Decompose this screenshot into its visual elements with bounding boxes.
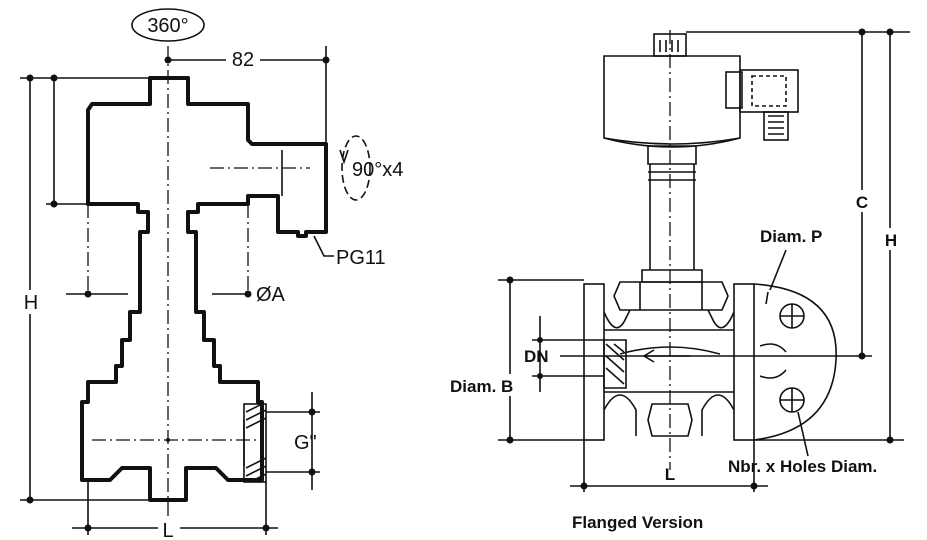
rotation-360-label: 360° — [147, 15, 188, 37]
width-82-label: 82 — [232, 49, 254, 71]
holes-leader — [797, 411, 809, 457]
rotation-90-indicator: 90°x4 — [339, 135, 403, 201]
coil-housing — [603, 55, 741, 145]
diam-p-callout: Diam. P — [760, 227, 822, 305]
thread-g-dimension: G" — [266, 392, 320, 490]
diameter-a-label: ØA — [256, 284, 286, 306]
flanged-body — [603, 309, 735, 437]
height-c-h-dimensions: C H — [686, 28, 910, 444]
h-label-right: H — [885, 231, 897, 250]
thread-g-label: G" — [294, 432, 317, 454]
rotation-360-indicator: 360° — [131, 8, 205, 42]
length-l-dimension: L — [72, 482, 278, 540]
dn-label: DN — [524, 347, 549, 366]
dn-diam-b-dimensions: DN Diam. B — [448, 276, 604, 444]
diam-b-label: Diam. B — [450, 377, 513, 396]
flanged-valve-drawing: Diam. P C H — [448, 28, 910, 532]
height-h-dimension: H — [20, 74, 150, 504]
valve-body-outline — [80, 76, 328, 502]
drain-plug — [647, 403, 693, 437]
threaded-valve-drawing: 360° 82 90°x4 — [20, 8, 403, 540]
pg11-leader — [313, 235, 334, 257]
inlet-flange — [583, 283, 605, 441]
holes-label: Nbr. x Holes Diam. — [728, 457, 877, 476]
thread-hatch — [243, 403, 267, 483]
electrical-connector — [725, 69, 799, 141]
diam-p-label: Diam. P — [760, 227, 822, 246]
pg11-label: PG11 — [336, 247, 386, 269]
flanged-version-caption: Flanged Version — [572, 513, 703, 532]
width-82-dimension: 82 — [164, 46, 330, 144]
outlet-flange — [733, 283, 755, 441]
c-label: C — [856, 193, 868, 212]
bonnet-nut — [613, 281, 729, 311]
length-l-flanged-dimension: L — [570, 440, 768, 492]
valve-stem — [641, 145, 703, 283]
flange-face-view — [753, 283, 837, 441]
diameter-a-dimension: ØA — [66, 204, 286, 306]
length-l-label: L — [162, 520, 173, 540]
height-h-label: H — [24, 292, 38, 314]
rotation-90-label: 90°x4 — [352, 159, 403, 181]
length-l-flanged-label: L — [665, 465, 675, 484]
